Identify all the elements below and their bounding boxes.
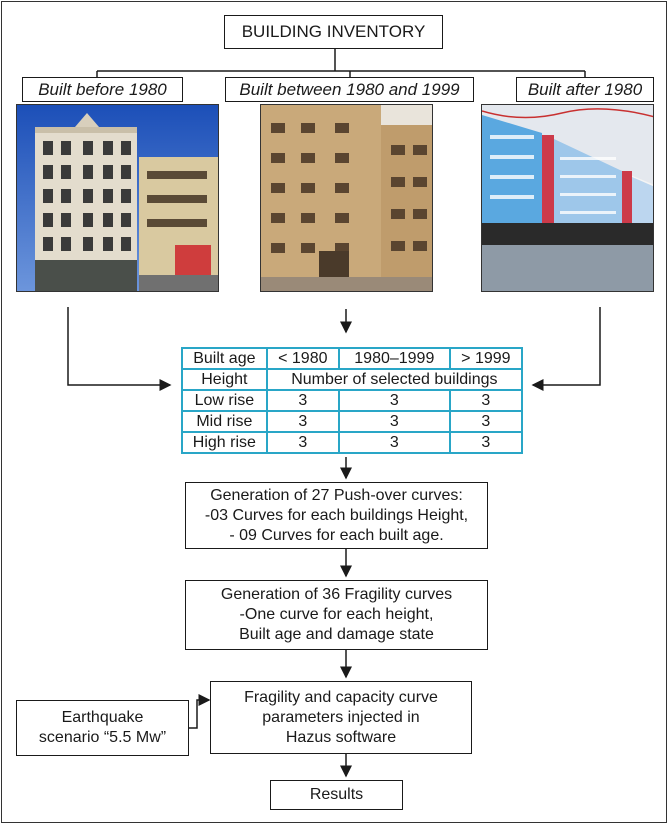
earthquake-scenario-box: Earthquake scenario “5.5 Mw” — [16, 700, 189, 756]
table-cell: 3 — [448, 410, 524, 433]
table-cell: 3 — [337, 389, 451, 412]
table-header-cell: 1980–1999 — [337, 347, 451, 370]
pushover-line: Generation of 27 Push-over curves: — [210, 486, 463, 504]
pushover-curves-box: Generation of 27 Push-over curves: -03 C… — [185, 482, 488, 549]
photo-old-building — [16, 104, 219, 292]
building-inventory-title: BUILDING INVENTORY — [224, 15, 443, 49]
table-header-cell: Built age — [181, 347, 268, 370]
pushover-line: -03 Curves for each buildings Height, — [204, 506, 469, 524]
table-cell: 3 — [265, 431, 340, 454]
table-row: High rise 3 3 3 — [181, 431, 524, 454]
hazus-injection-box: Fragility and capacity curve parameters … — [210, 681, 472, 754]
table-header-cell: < 1980 — [265, 347, 340, 370]
photo-mid-building — [260, 104, 433, 292]
table-header-cell: Number of selected buildings — [265, 368, 524, 391]
earthquake-line: Earthquake — [61, 709, 144, 726]
hazus-line: parameters injected in — [262, 708, 420, 726]
table-row-label: High rise — [181, 431, 268, 454]
earthquake-line: scenario “5.5 Mw” — [38, 729, 167, 746]
table-header-row: Built age < 1980 1980–1999 > 1999 — [181, 347, 524, 370]
table-header-cell: > 1999 — [448, 347, 524, 370]
inventory-table: Built age < 1980 1980–1999 > 1999 Height… — [181, 347, 524, 454]
table-row: Low rise 3 3 3 — [181, 389, 524, 412]
table-subheader-row: Height Number of selected buildings — [181, 368, 524, 391]
table-cell: 3 — [448, 389, 524, 412]
hazus-line: Hazus software — [285, 728, 397, 746]
table-row: Mid rise 3 3 3 — [181, 410, 524, 433]
table-cell: 3 — [337, 410, 451, 433]
fragility-curves-box: Generation of 36 Fragility curves -One c… — [185, 580, 488, 650]
category-built-after-1980: Built after 1980 — [516, 77, 654, 102]
table-cell: 3 — [265, 410, 340, 433]
hazus-line: Fragility and capacity curve — [244, 688, 438, 706]
table-row-label: Mid rise — [181, 410, 268, 433]
table-header-cell: Height — [181, 368, 268, 391]
table-row-label: Low rise — [181, 389, 268, 412]
results-box: Results — [270, 780, 403, 810]
category-built-1980-1999: Built between 1980 and 1999 — [225, 77, 474, 102]
table-cell: 3 — [265, 389, 340, 412]
fragility-line: Generation of 36 Fragility curves — [220, 586, 453, 603]
category-built-before-1980: Built before 1980 — [22, 77, 183, 102]
table-cell: 3 — [448, 431, 524, 454]
photo-modern-building — [481, 104, 654, 292]
pushover-line: - 09 Curves for each built age. — [229, 526, 444, 544]
table-cell: 3 — [337, 431, 451, 454]
fragility-line: Built age and damage state — [239, 626, 434, 643]
fragility-line: -One curve for each height, — [239, 606, 434, 623]
